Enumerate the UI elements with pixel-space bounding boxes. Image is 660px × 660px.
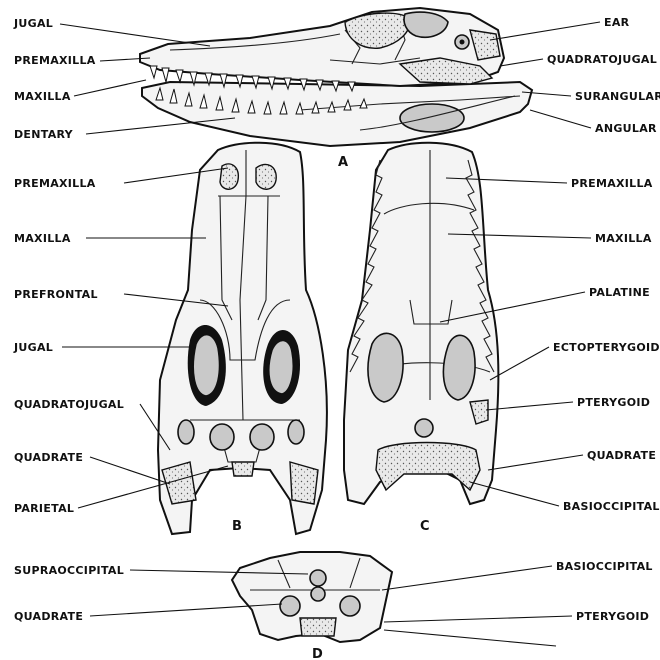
label-basioccipital-c: BASIOCCIPITAL bbox=[563, 500, 660, 513]
view-letter-c: C bbox=[420, 519, 430, 534]
label-quadrate-b: QUADRATE bbox=[14, 451, 83, 464]
label-pterygoid-c: PTERYGOID bbox=[577, 396, 650, 409]
label-premaxilla-a: PREMAXILLA bbox=[14, 54, 96, 67]
view-letter-b: B bbox=[232, 519, 242, 534]
label-quadrate-d: QUADRATE bbox=[14, 610, 83, 623]
label-maxilla-a: MAXILLA bbox=[14, 90, 71, 103]
label-palatine: PALATINE bbox=[589, 286, 650, 299]
label-supraoccipital: SUPRAOCCIPITAL bbox=[14, 564, 124, 577]
label-dentary: DENTARY bbox=[14, 128, 74, 141]
label-prefrontal: PREFRONTAL bbox=[14, 288, 98, 301]
label-basioccipital-d: BASIOCCIPITAL bbox=[556, 560, 653, 573]
label-surangular: SURANGULAR bbox=[575, 90, 660, 103]
label-quadratojugal-a: QUADRATOJUGAL bbox=[547, 53, 657, 66]
label-premaxilla-c: PREMAXILLA bbox=[571, 177, 653, 190]
label-pterygoid-d: PTERYGOID bbox=[576, 610, 649, 623]
label-ectopterygoid: ECTOPTERYGOID bbox=[553, 341, 660, 354]
label-maxilla-c: MAXILLA bbox=[595, 232, 652, 245]
label-quadratojugal-b: QUADRATOJUGAL bbox=[14, 398, 124, 411]
label-premaxilla-b: PREMAXILLA bbox=[14, 177, 96, 190]
label-jugal-b: JUGAL bbox=[13, 341, 53, 354]
label-maxilla-b: MAXILLA bbox=[14, 232, 71, 245]
label-ear: EAR bbox=[604, 16, 630, 29]
occipital-view bbox=[232, 552, 392, 642]
view-letter-a: A bbox=[338, 155, 348, 170]
ventral-skull-view bbox=[344, 143, 498, 504]
dorsal-skull-view bbox=[158, 143, 327, 534]
label-quadrate-c: QUADRATE bbox=[587, 449, 656, 462]
label-angular: ANGULAR bbox=[595, 122, 657, 135]
label-parietal: PARIETAL bbox=[14, 502, 74, 515]
view-letter-d: D bbox=[312, 647, 323, 660]
label-jugal-a: JUGAL bbox=[13, 17, 53, 30]
lateral-skull-view bbox=[140, 8, 532, 146]
